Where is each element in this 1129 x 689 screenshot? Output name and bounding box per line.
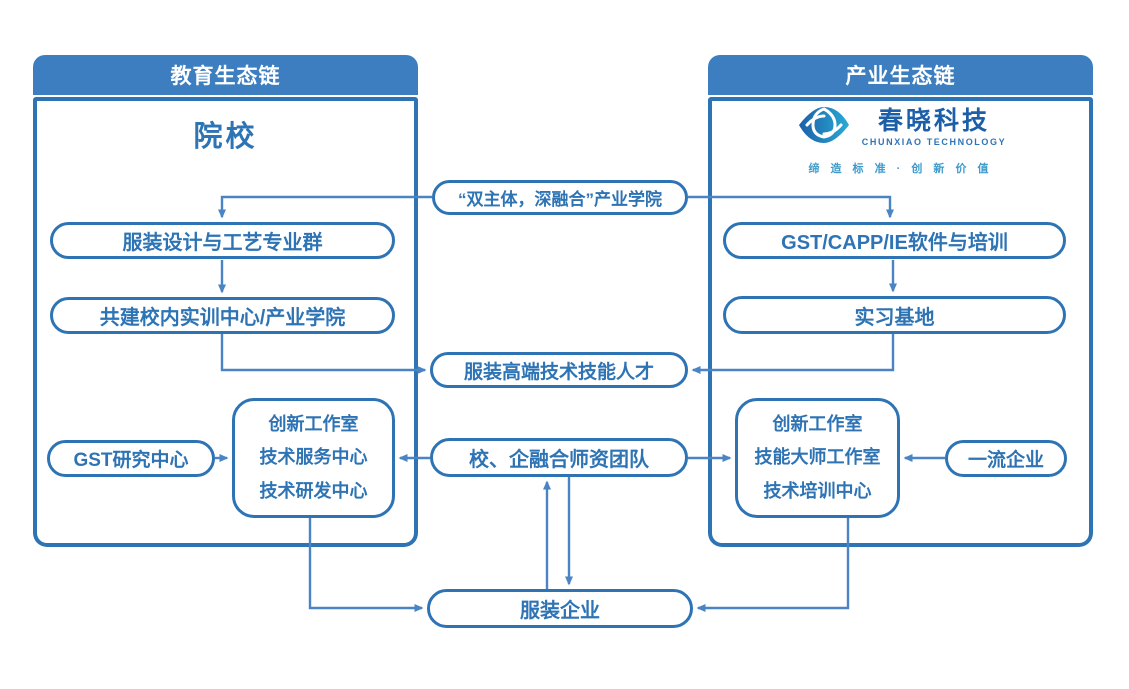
node-shuangzhuti: “双主体，深融合”产业学院 [432,180,688,215]
node-left-centers-line1: 创新工作室 [268,414,359,435]
node-shixi-jidi: 实习基地 [723,296,1066,334]
node-zhuanyequn: 服装设计与工艺专业群 [50,222,395,259]
node-shixun-center: 共建校内实训中心/产业学院 [50,297,395,334]
industry-panel-header: 产业生态链 [708,55,1093,95]
industry-panel: 产业生态链 [708,55,1093,547]
education-panel-title: 教育生态链 [170,65,281,88]
education-panel: 教育生态链 院校 [33,55,418,547]
node-yuanxiao: 院校 [193,121,258,153]
node-gst-capp: GST/CAPP/IE软件与培训 [723,222,1066,259]
chunxiao-logo-tagline: 缔 造 标 准 · 创 新 价 值 [808,163,993,175]
education-panel-body [33,97,418,547]
node-right-centers-line2: 技能大师工作室 [754,447,881,468]
chunxiao-logo-icon [795,103,853,152]
node-left-centers: 创新工作室 技术服务中心 技术研发中心 [232,398,395,518]
industry-panel-title: 产业生态链 [845,65,956,88]
node-fuzhuang-qiye: 服装企业 [427,589,693,628]
chunxiao-logo: 春晓科技 CHUNXIAO TECHNOLOGY 缔 造 标 准 · 创 新 价… [708,103,1093,176]
node-rencai: 服装高端技术技能人才 [430,352,688,388]
node-right-centers-line3: 技术培训中心 [763,480,872,501]
node-right-centers-line1: 创新工作室 [772,414,863,435]
education-panel-header: 教育生态链 [33,55,418,95]
node-yiliu-qiye: 一流企业 [945,440,1067,477]
node-left-centers-line3: 技术研发中心 [259,480,368,501]
node-shizi-tuandui: 校、企融合师资团队 [430,438,688,477]
chunxiao-logo-name: 春晓科技 [877,106,990,135]
node-left-centers-line2: 技术服务中心 [259,447,368,468]
industry-panel-body [708,97,1093,547]
chunxiao-logo-name-en: CHUNXIAO TECHNOLOGY [861,137,1007,148]
node-right-centers: 创新工作室 技能大师工作室 技术培训中心 [735,398,900,518]
node-gst-yanjiu: GST研究中心 [47,440,215,477]
